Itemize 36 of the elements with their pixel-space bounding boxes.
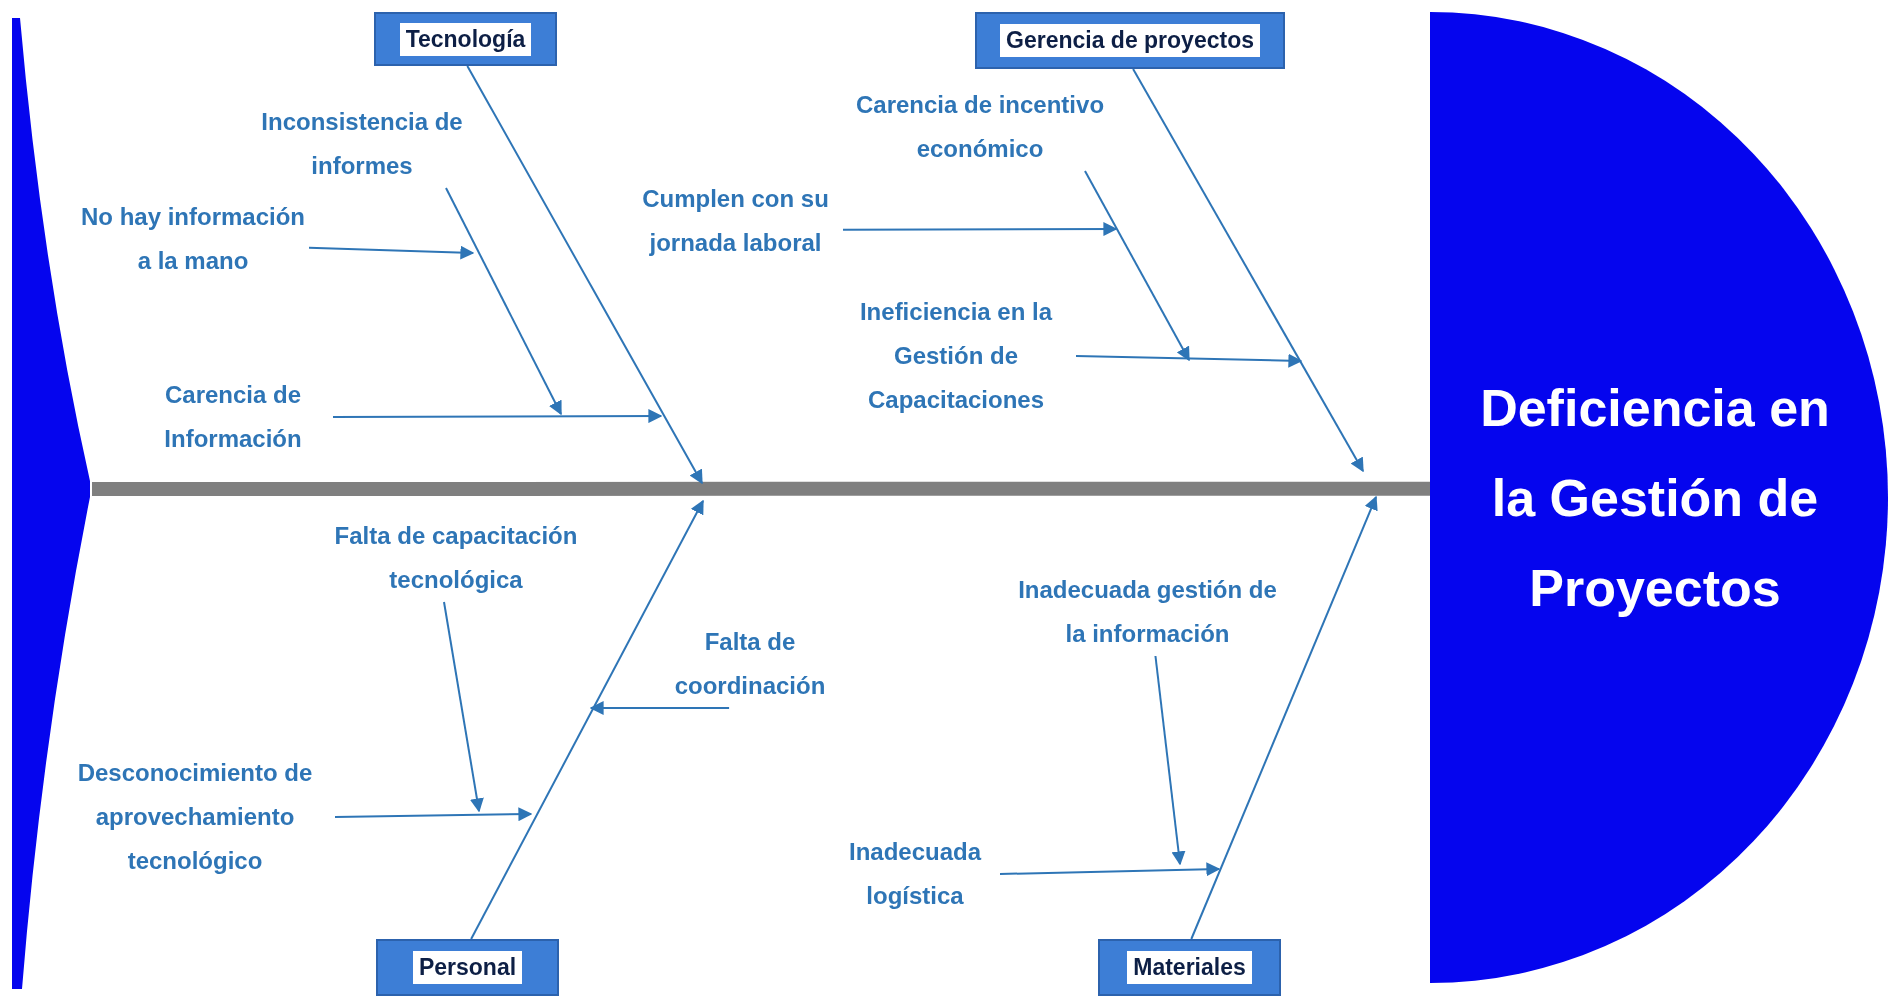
arrow <box>842 222 1118 237</box>
arrow <box>1132 68 1364 473</box>
arrow <box>589 701 731 715</box>
arrow <box>445 187 562 416</box>
arrow <box>443 601 484 813</box>
category-label: Materiales <box>1127 951 1252 984</box>
spine-line <box>92 481 1430 496</box>
cause-label: Falta de capacitación tecnológica <box>306 514 606 602</box>
cause-label: No hay información a la mano <box>77 195 309 283</box>
category-box <box>374 12 557 66</box>
cause-label: Inconsistencia de informes <box>242 100 482 188</box>
cause-label: Falta de coordinación <box>655 620 845 708</box>
arrow <box>1084 170 1190 362</box>
category-label: Gerencia de proyectos <box>1000 24 1260 57</box>
effect-label: Deficiencia en la Gestión de Proyectos <box>1479 377 1831 619</box>
cause-label: Inadecuada gestión de la información <box>1015 568 1280 656</box>
arrow <box>999 862 1221 877</box>
category-label: Personal <box>412 951 523 984</box>
arrow <box>1190 495 1378 940</box>
cause-label: Cumplen con su jornada laboral <box>628 177 843 265</box>
category-label: Tecnología <box>399 22 532 56</box>
arrow <box>334 807 533 822</box>
cause-label: Ineficiencia en la Gestión de Capacitaciones <box>836 290 1076 422</box>
category-box <box>376 939 559 996</box>
category-box <box>975 12 1285 69</box>
arrow <box>470 499 704 940</box>
arrow <box>332 409 663 424</box>
cause-label: Desconocimiento de aprovechamiento tecnológico <box>55 751 335 883</box>
arrow <box>308 245 475 260</box>
arrow <box>1154 655 1186 866</box>
cause-label: Carencia de Información <box>133 373 333 461</box>
category-box <box>1098 939 1281 996</box>
cause-label: Inadecuada logística <box>830 830 1000 918</box>
cause-label: Carencia de incentivo económico <box>830 83 1130 171</box>
arrow <box>466 65 703 485</box>
arrow <box>1075 353 1303 368</box>
